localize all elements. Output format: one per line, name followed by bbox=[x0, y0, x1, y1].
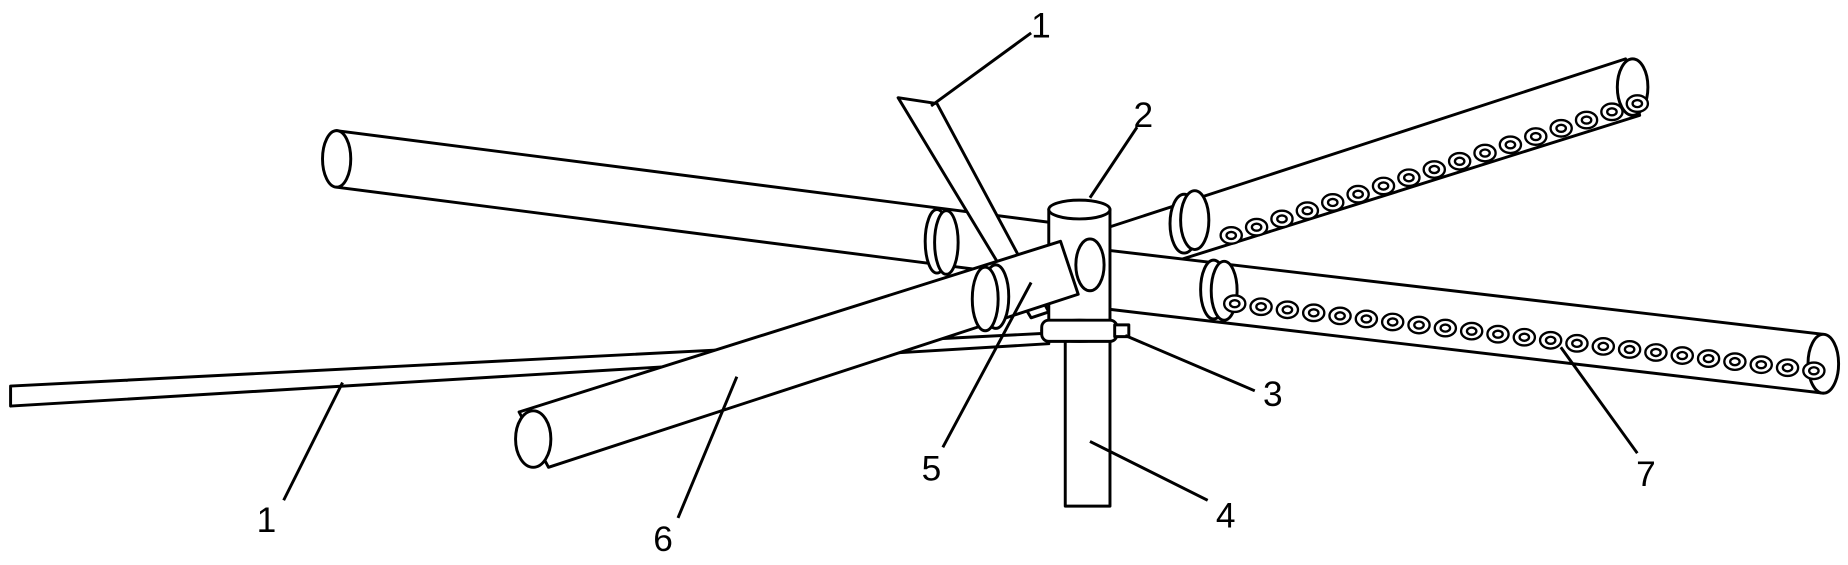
label-part-2: 2 bbox=[1134, 96, 1154, 135]
label-part-6: 6 bbox=[653, 520, 673, 559]
roller bbox=[1623, 344, 1636, 355]
roller bbox=[1555, 123, 1568, 134]
roller bbox=[1492, 329, 1504, 339]
label-part-7: 7 bbox=[1636, 455, 1656, 494]
roller bbox=[1702, 353, 1715, 364]
roller bbox=[1281, 305, 1294, 315]
pipe-lower-left bbox=[514, 237, 1106, 469]
roller bbox=[1439, 323, 1452, 333]
roller bbox=[1479, 148, 1491, 158]
label-part-4: 4 bbox=[1216, 496, 1236, 535]
roller bbox=[1606, 107, 1618, 117]
roller bbox=[1255, 302, 1267, 312]
roller bbox=[1571, 338, 1583, 349]
roller bbox=[1402, 173, 1415, 183]
label-part-3: 3 bbox=[1263, 375, 1283, 414]
roller bbox=[1807, 366, 1820, 376]
roller bbox=[1334, 311, 1346, 321]
roller bbox=[1729, 356, 1741, 367]
roller bbox=[1453, 156, 1466, 166]
rollers bbox=[1219, 94, 1826, 381]
roller bbox=[1301, 205, 1314, 216]
roller bbox=[1755, 359, 1768, 370]
roller bbox=[1225, 230, 1238, 241]
roller bbox=[1377, 181, 1390, 191]
roller bbox=[1276, 214, 1288, 224]
pipe-upper-right bbox=[1100, 57, 1650, 284]
roller bbox=[1360, 314, 1373, 324]
roller bbox=[1228, 298, 1241, 309]
pipe-upper-left bbox=[321, 129, 1080, 284]
label-part-1-top: 1 bbox=[1031, 7, 1051, 46]
roller bbox=[1631, 98, 1644, 109]
roller bbox=[1529, 131, 1542, 142]
roller bbox=[1307, 308, 1320, 318]
roller bbox=[1544, 335, 1557, 345]
roller bbox=[1428, 164, 1441, 175]
roller bbox=[1326, 197, 1339, 208]
roller bbox=[1518, 332, 1531, 342]
label-part-5: 5 bbox=[922, 449, 942, 488]
label-part-1-left: 1 bbox=[257, 501, 277, 540]
roller bbox=[1465, 326, 1478, 336]
roller bbox=[1413, 320, 1425, 330]
roller bbox=[1676, 350, 1689, 361]
roller bbox=[1386, 317, 1399, 327]
roller bbox=[1352, 189, 1365, 199]
roller bbox=[1650, 347, 1662, 358]
roller bbox=[1504, 140, 1517, 150]
roller bbox=[1580, 115, 1593, 125]
roller bbox=[1781, 363, 1794, 373]
roller bbox=[1597, 341, 1610, 352]
roller bbox=[1250, 222, 1263, 232]
leader-lines bbox=[282, 31, 1639, 519]
